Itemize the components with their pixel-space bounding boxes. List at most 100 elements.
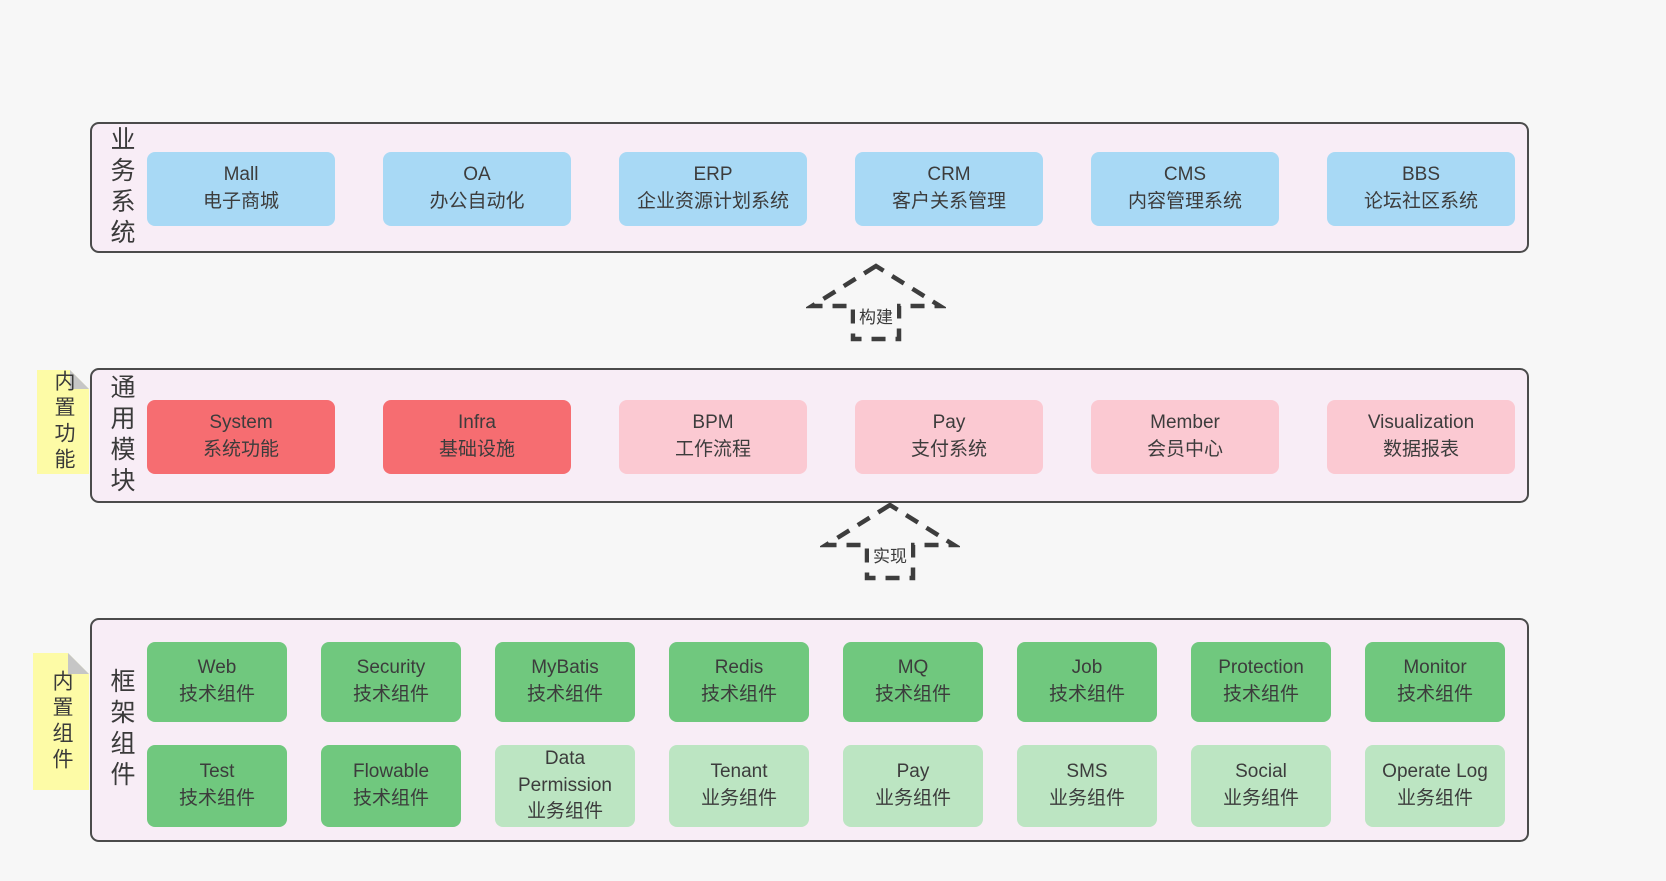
box-operate-log: Operate Log 业务组件 [1365, 745, 1505, 827]
box-sms: SMS 业务组件 [1017, 745, 1157, 827]
box-security-desc: 技术组件 [352, 684, 429, 705]
box-redis-desc: 技术组件 [700, 684, 777, 705]
band-framework-components-label: 框架组件 [107, 668, 135, 792]
box-cms-desc: 内容管理系统 [1127, 191, 1242, 212]
sticky-note-icon [33, 653, 89, 790]
box-security: Security 技术组件 [321, 642, 461, 722]
box-social-name: Social [1235, 761, 1287, 783]
box-tenant: Tenant 业务组件 [669, 745, 809, 827]
box-infra-desc: 基础设施 [438, 439, 515, 460]
box-flowable-desc: 技术组件 [352, 788, 429, 809]
box-test: Test 技术组件 [147, 745, 287, 827]
box-system-name: System [209, 412, 273, 434]
arrow-build-label: 构建 [855, 303, 897, 328]
box-cms-name: CMS [1163, 164, 1207, 186]
sticky-note-icon [37, 370, 89, 474]
box-pay-module: Pay 支付系统 [855, 400, 1043, 474]
box-operate-log-name: Operate Log [1382, 761, 1488, 783]
box-mq-desc: 技术组件 [874, 684, 951, 705]
box-bpm-desc: 工作流程 [674, 439, 751, 460]
box-mall-name: Mall [223, 164, 259, 186]
box-web-name: Web [197, 657, 237, 679]
box-sms-desc: 业务组件 [1048, 788, 1125, 809]
up-arrow-dashed-icon [806, 263, 946, 342]
box-social: Social 业务组件 [1191, 745, 1331, 827]
box-bbs: BBS 论坛社区系统 [1327, 152, 1515, 226]
box-security-name: Security [356, 657, 426, 679]
box-infra: Infra 基础设施 [383, 400, 571, 474]
box-cms: CMS 内容管理系统 [1091, 152, 1279, 226]
box-monitor-desc: 技术组件 [1396, 684, 1473, 705]
band-framework-components: 框架组件 Web 技术组件 Security 技术组件 MyBatis 技术组件… [90, 618, 1529, 842]
box-data-permission-desc: 业务组件 [526, 801, 603, 823]
band-common-modules: 通用模块 System 系统功能 Infra 基础设施 BPM 工作流程 Pay… [90, 368, 1529, 503]
sticky-note-builtin-components: 内置组件 [33, 653, 89, 790]
box-flowable: Flowable 技术组件 [321, 745, 461, 827]
box-redis: Redis 技术组件 [669, 642, 809, 722]
box-member-desc: 会员中心 [1146, 439, 1223, 460]
box-pay-component-name: Pay [896, 761, 930, 783]
box-data-permission-name: Data Permission [518, 748, 612, 796]
box-flowable-name: Flowable [352, 761, 430, 783]
box-pay-component-desc: 业务组件 [874, 788, 951, 809]
box-mq-name: MQ [897, 657, 929, 679]
box-pay-module-name: Pay [932, 412, 966, 434]
box-pay-module-desc: 支付系统 [910, 439, 987, 460]
box-tenant-desc: 业务组件 [700, 788, 777, 809]
box-social-desc: 业务组件 [1222, 788, 1299, 809]
box-member-name: Member [1150, 412, 1220, 434]
band-business-systems-label: 业务系统 [107, 125, 135, 250]
box-data-permission: Data Permission 业务组件 [495, 745, 635, 827]
box-infra-name: Infra [457, 412, 497, 434]
box-tenant-name: Tenant [710, 761, 768, 783]
box-job-desc: 技术组件 [1048, 684, 1125, 705]
box-protection-name: Protection [1218, 657, 1304, 679]
sticky-builtin-components-label: 内置组件 [50, 669, 73, 774]
box-visualization: Visualization 数据报表 [1327, 400, 1515, 474]
box-crm-name: CRM [927, 164, 971, 186]
box-erp-name: ERP [693, 164, 733, 186]
box-test-desc: 技术组件 [178, 788, 255, 809]
box-job-name: Job [1071, 657, 1103, 679]
box-bpm: BPM 工作流程 [619, 400, 807, 474]
box-web-desc: 技术组件 [178, 684, 255, 705]
box-erp-desc: 企业资源计划系统 [636, 191, 789, 212]
box-mybatis-desc: 技术组件 [526, 684, 603, 705]
arrow-implement: 实现 [820, 500, 960, 582]
box-mybatis-name: MyBatis [531, 657, 599, 679]
box-mall-desc: 电子商城 [202, 191, 279, 212]
band-business-systems: 业务系统 Mall 电子商城 OA 办公自动化 ERP 企业资源计划系统 CRM… [90, 122, 1529, 253]
box-web: Web 技术组件 [147, 642, 287, 722]
box-mq: MQ 技术组件 [843, 642, 983, 722]
box-mybatis: MyBatis 技术组件 [495, 642, 635, 722]
box-bbs-name: BBS [1401, 164, 1441, 186]
box-erp: ERP 企业资源计划系统 [619, 152, 807, 226]
sticky-builtin-features-label: 内置功能 [52, 370, 75, 474]
sticky-note-builtin-features: 内置功能 [37, 370, 89, 474]
box-test-name: Test [199, 761, 235, 783]
box-bpm-name: BPM [692, 412, 734, 434]
arrow-implement-label: 实现 [869, 542, 911, 567]
box-pay-component: Pay 业务组件 [843, 745, 983, 827]
box-visualization-desc: 数据报表 [1382, 439, 1459, 460]
box-protection-desc: 技术组件 [1222, 684, 1299, 705]
box-sms-name: SMS [1066, 761, 1108, 783]
arrow-build: 构建 [806, 261, 946, 343]
box-mall: Mall 电子商城 [147, 152, 335, 226]
box-crm: CRM 客户关系管理 [855, 152, 1043, 226]
box-oa-desc: 办公自动化 [429, 191, 525, 212]
box-monitor-name: Monitor [1403, 657, 1467, 679]
box-job: Job 技术组件 [1017, 642, 1157, 722]
box-system: System 系统功能 [147, 400, 335, 474]
box-oa-name: OA [463, 164, 491, 186]
band-common-modules-label: 通用模块 [107, 373, 135, 498]
box-member: Member 会员中心 [1091, 400, 1279, 474]
box-crm-desc: 客户关系管理 [891, 191, 1006, 212]
box-oa: OA 办公自动化 [383, 152, 571, 226]
box-protection: Protection 技术组件 [1191, 642, 1331, 722]
box-bbs-desc: 论坛社区系统 [1363, 191, 1478, 212]
box-system-desc: 系统功能 [202, 439, 279, 460]
box-redis-name: Redis [714, 657, 764, 679]
box-monitor: Monitor 技术组件 [1365, 642, 1505, 722]
